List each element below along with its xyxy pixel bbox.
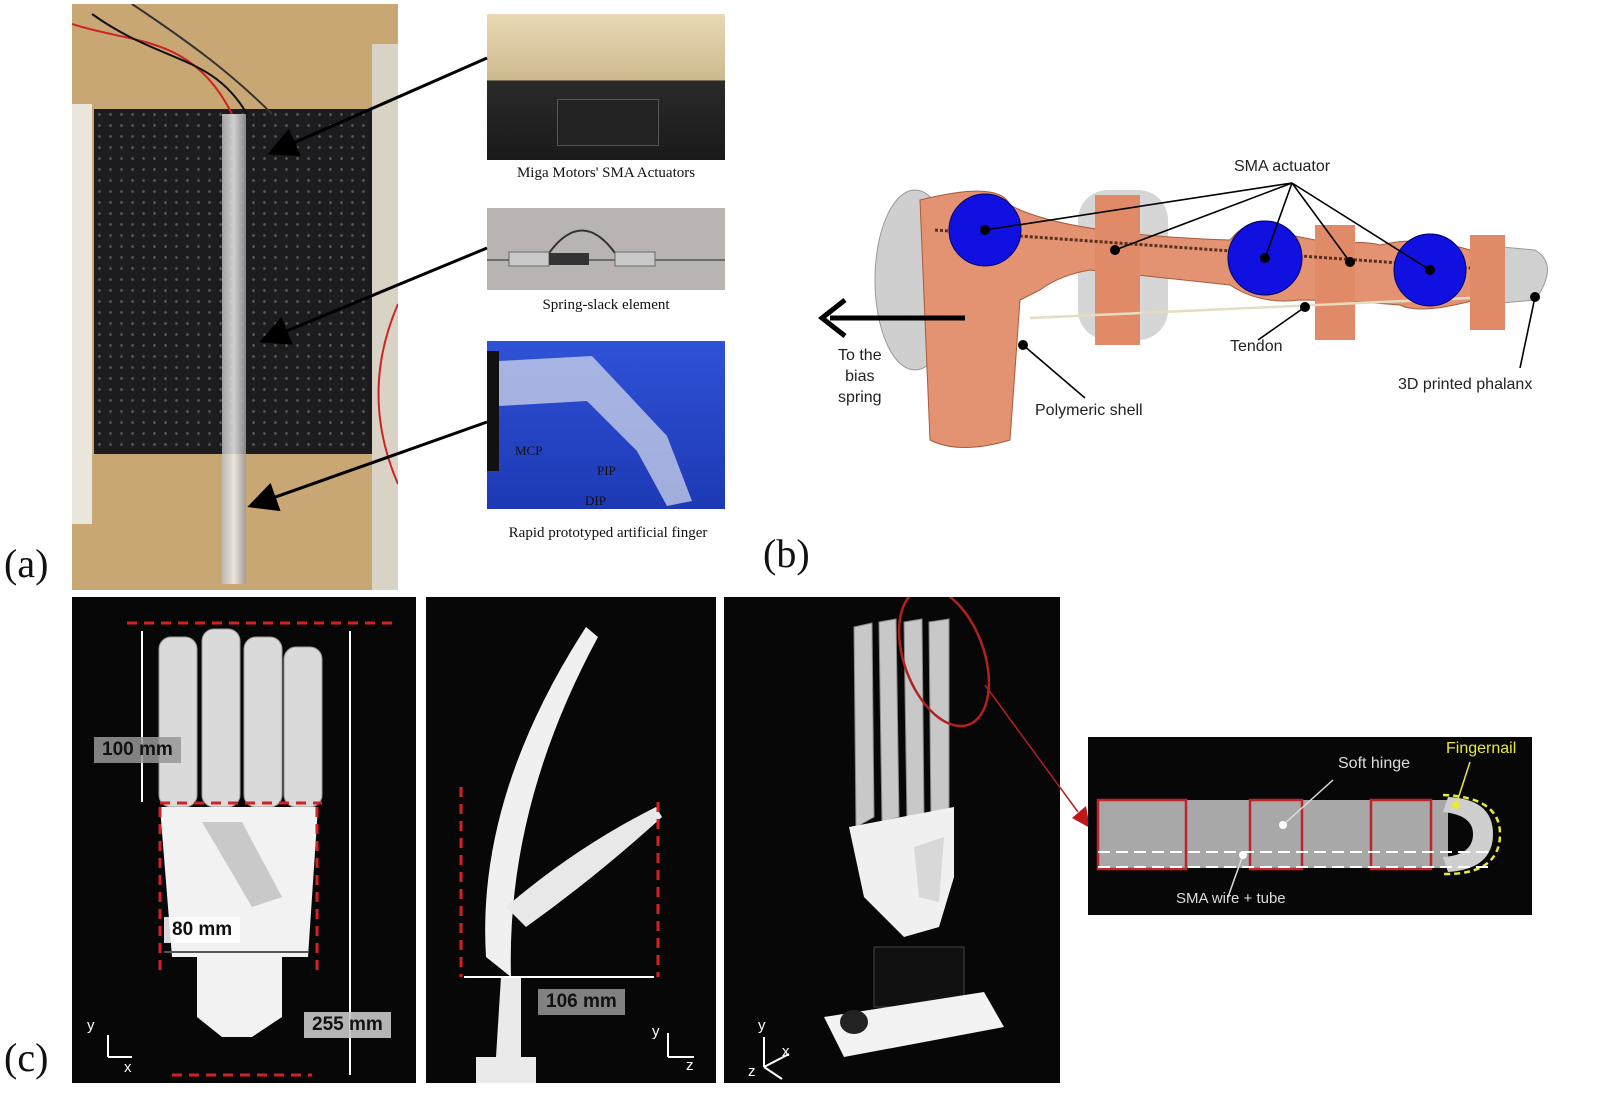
- dim-100mm: 100 mm: [94, 737, 181, 763]
- dim-255mm: 255 mm: [304, 1012, 391, 1038]
- label-mcp: MCP: [515, 443, 543, 458]
- dim-80mm: 80 mm: [164, 917, 241, 943]
- label-dip: DIP: [585, 493, 606, 508]
- panel-label-a: (a): [4, 541, 49, 586]
- callout-bias-line3: spring: [838, 389, 882, 406]
- callout-soft-hinge: Soft hinge: [1338, 755, 1411, 772]
- callout-tendon: Tendon: [1230, 338, 1283, 355]
- axis-label-x: x: [124, 1059, 132, 1076]
- axis-label-y: y: [87, 1017, 95, 1034]
- callout-bias-line2: bias: [845, 368, 875, 385]
- finger-detail-photo: Soft hinge Fingernail SMA wire + tube: [1088, 737, 1532, 915]
- panel-label-b: (b): [763, 531, 810, 576]
- caption-sma-actuators: Miga Motors' SMA Actuators: [516, 165, 696, 181]
- dim-106mm: 106 mm: [538, 989, 625, 1015]
- callout-bias-spring: To the bias spring: [838, 345, 882, 408]
- panel-a-main-photo: [72, 4, 398, 590]
- label-pip: PIP: [597, 463, 616, 478]
- front-view-photo: 100 mm 80 mm 255 mm y x: [72, 597, 416, 1083]
- axis-label-z-side: z: [686, 1057, 694, 1074]
- iso-view-photo: y x z: [724, 597, 1060, 1083]
- axis-label-z-iso: z: [748, 1063, 756, 1080]
- callout-sma-wire-tube: SMA wire + tube: [1176, 890, 1286, 907]
- wires: [72, 4, 398, 485]
- inset-artificial-finger-photo: MCP PIP DIP: [487, 341, 725, 509]
- caption-spring-slack: Spring-slack element: [542, 297, 670, 313]
- axis-label-y-side: y: [652, 1023, 660, 1040]
- callout-sma-actuator: SMA actuator: [1234, 158, 1331, 175]
- callout-bias-line1: To the: [838, 347, 882, 364]
- callout-polymeric-shell: Polymeric shell: [1035, 402, 1143, 419]
- equipment-left: [72, 104, 92, 524]
- axis-label-x-iso: x: [782, 1043, 790, 1060]
- caption-artificial-finger: Rapid prototyped artificial finger: [508, 525, 708, 541]
- callout-fingernail: Fingernail: [1446, 740, 1517, 757]
- callout-phalanx: 3D printed phalanx: [1398, 376, 1533, 393]
- axis-label-y-iso: y: [758, 1017, 766, 1034]
- side-view-photo: 106 mm y z: [426, 597, 716, 1083]
- panel-label-c: (c): [4, 1035, 49, 1080]
- inset-sma-actuators-photo: [487, 14, 725, 160]
- inset-spring-slack-photo: [487, 208, 725, 290]
- finger-assembly: [222, 114, 246, 584]
